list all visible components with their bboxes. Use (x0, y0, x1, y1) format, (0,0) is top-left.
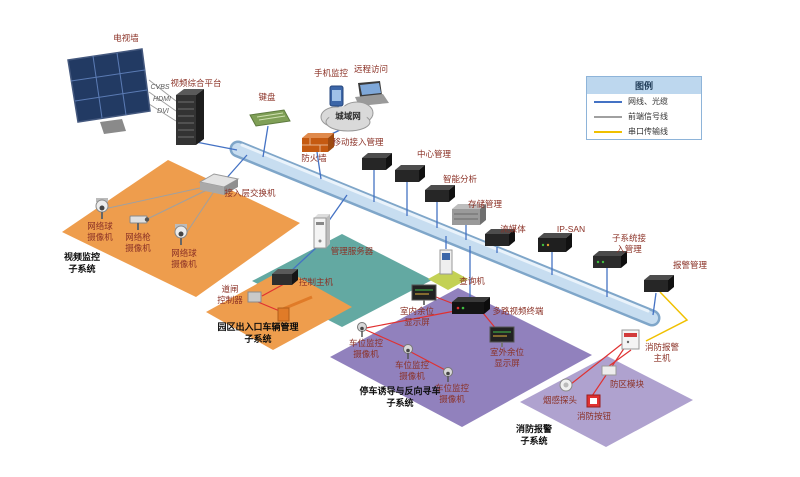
storage-device-icon (452, 204, 486, 225)
indoor-display-icon (411, 284, 437, 305)
fire-alarm-host-icon (621, 329, 640, 350)
serial-lines (645, 291, 689, 342)
mobile-access-device-icon (362, 153, 392, 170)
barrier-gate-icon (277, 295, 313, 322)
intelligent-analysis-device-icon (425, 185, 455, 202)
mgmt-server-icon (313, 214, 330, 249)
backbone-highlight (240, 143, 650, 313)
backbone-bus (229, 140, 661, 327)
mobile-phone-icon (329, 85, 344, 107)
bullet-camera-icon (129, 215, 150, 230)
parking-camera-3-icon (443, 367, 453, 382)
fire-button-icon (586, 394, 601, 408)
legend-swatch-frontend (594, 115, 622, 118)
legend: 图例 网线、光缆 前端信号线 串口传输线 (586, 76, 702, 140)
subsystem-access-switch-icon (593, 251, 627, 268)
firewall-icon (302, 133, 334, 152)
center-mgmt-device-icon (395, 165, 425, 182)
legend-row-serial: 串口传输线 (587, 124, 701, 139)
legend-label-network: 网线、光缆 (628, 97, 668, 106)
legend-swatch-network (594, 100, 622, 103)
zone-fire-alarm-shape (520, 356, 693, 447)
query-machine-icon (439, 249, 453, 275)
keyboard-icon (249, 109, 291, 127)
legend-label-serial: 串口传输线 (628, 127, 668, 136)
control-host-icon (272, 269, 298, 285)
legend-label-frontend: 前端信号线 (628, 112, 668, 121)
ip-san-device-icon (538, 233, 572, 252)
smoke-detector-icon (559, 378, 573, 392)
multi-video-terminal-icon (452, 297, 490, 314)
legend-title: 图例 (587, 77, 701, 94)
parking-camera-1-icon (357, 322, 367, 337)
dome-camera-1-icon (95, 198, 109, 219)
backbone-inner (232, 143, 658, 324)
legend-row-network: 网线、光缆 (587, 94, 701, 109)
parking-camera-2-icon (403, 344, 413, 359)
gate-controller-icon (247, 291, 262, 303)
legend-swatch-serial (594, 130, 622, 133)
legend-row-frontend: 前端信号线 (587, 109, 701, 124)
zone-module-icon (601, 365, 617, 376)
man-cloud-icon (320, 101, 374, 132)
signal-lines-gray (103, 79, 216, 239)
video-platform-rack-icon (176, 89, 204, 145)
alarm-mgmt-device-icon (644, 275, 674, 292)
tv-wall-icon (67, 48, 151, 134)
dome-camera-2-icon (174, 224, 188, 245)
outdoor-display-icon (489, 326, 515, 347)
access-switch-icon (198, 173, 240, 195)
query-machine-pad-shape (428, 268, 468, 290)
streaming-device-icon (485, 229, 515, 246)
